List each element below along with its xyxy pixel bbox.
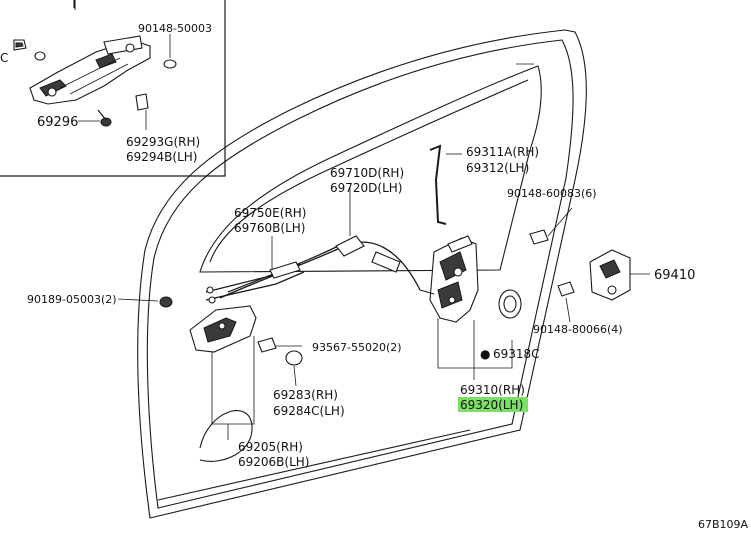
label-69320: 69320(LH) (460, 398, 523, 412)
label-90148-60083: 90148-60083(6) (507, 187, 597, 200)
cap-69283-icon (285, 350, 303, 387)
highlight-69320 (458, 397, 528, 412)
washer-c-icon (34, 51, 46, 61)
part-labels: 90148-50003 C 69296 69293G(RH) 69294B(LH… (0, 22, 749, 531)
bullet-69318c: ● (480, 347, 490, 361)
lock-rod-69311a-icon (429, 144, 462, 225)
bolt-90148-50003-icon (163, 34, 177, 69)
label-69720d: 69720D(LH) (330, 181, 403, 195)
label-69205: 69205(RH) (238, 440, 303, 454)
inset-border (0, 0, 226, 177)
inset-box (0, 0, 226, 177)
clip-90189-05003-icon (117, 296, 173, 308)
label-69293g: 69293G(RH) (126, 135, 200, 149)
door-lock-assembly-icon (419, 235, 513, 380)
label-69294b: 69294B(LH) (126, 150, 197, 164)
screw-69296-icon (78, 109, 112, 127)
label-69318c: 69318C (493, 347, 540, 361)
handle-frame-icon (29, 35, 151, 105)
grommet-69318c-icon (498, 289, 522, 319)
label-69283: 69283(RH) (273, 388, 338, 402)
label-69750e: 69750E(RH) (234, 206, 306, 220)
cable-69750e-icon (205, 236, 305, 304)
label-69710d: 69710D(RH) (330, 166, 404, 180)
label-90148-80066: 90148-80066(4) (533, 323, 623, 336)
label-93567-55020: 93567-55020(2) (312, 341, 402, 354)
label-69311a: 69311A(RH) (466, 145, 539, 159)
label-90148-50003: 90148-50003 (138, 22, 212, 35)
cable-69710d-icon (219, 186, 421, 299)
inside-handle-69205-icon (189, 305, 257, 440)
label-69284c: 69284C(LH) (273, 404, 345, 418)
label-inset-c: C (0, 51, 8, 65)
screw-93567-55020-icon (257, 337, 302, 353)
label-69310: 69310(RH) (460, 383, 525, 397)
label-69760b: 69760B(LH) (234, 221, 305, 235)
door-outline (73, 0, 587, 519)
label-69296: 69296 (37, 115, 78, 130)
label-69206b: 69206B(LH) (238, 455, 309, 469)
screw-90148-60083-icon (529, 207, 573, 245)
label-69312: 69312(LH) (466, 161, 529, 175)
bracket-69293g-icon (135, 93, 149, 130)
diagram-code: 67B109A (698, 518, 749, 531)
screw-90148-80066-icon (557, 281, 575, 323)
label-69410: 69410 (654, 268, 695, 283)
striker-69410-icon (589, 249, 650, 301)
label-90189-05003: 90189-05003(2) (27, 293, 117, 306)
clip-c-icon (13, 39, 27, 51)
